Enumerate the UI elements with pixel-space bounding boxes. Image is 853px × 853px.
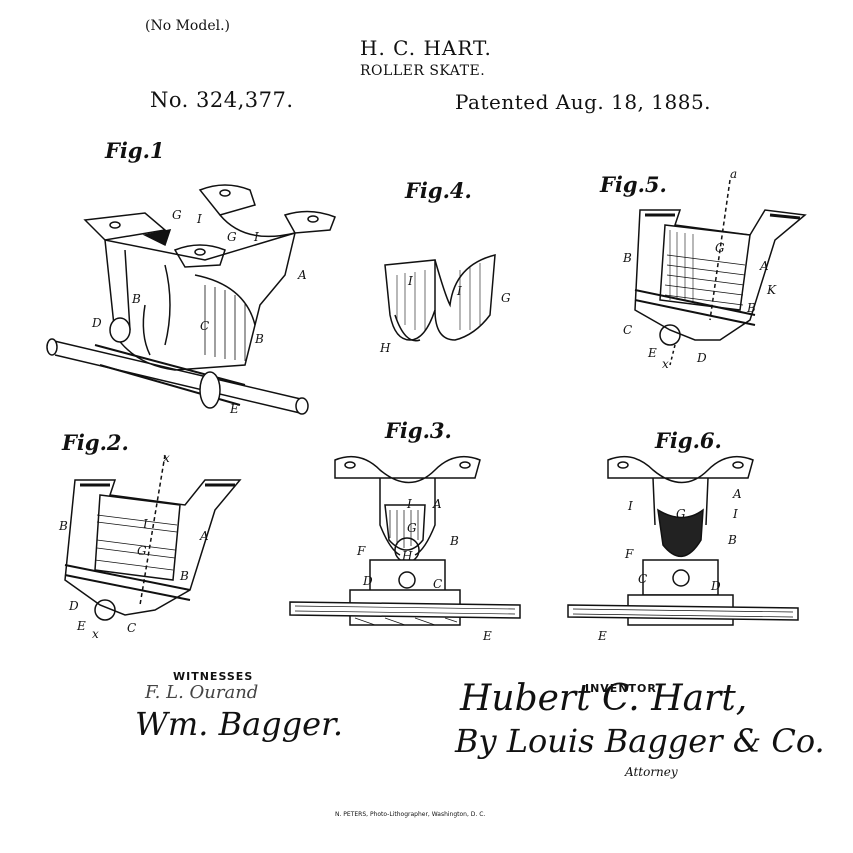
- fig1-ref-i1: I: [196, 212, 202, 226]
- attorney-signature: By Louis Bagger & Co.: [455, 722, 825, 760]
- fig2-ref-e: E: [76, 619, 86, 633]
- fig3-ref-a: A: [432, 497, 442, 511]
- fig1-ref-e: E: [229, 402, 239, 416]
- fig6-ref-g: G: [676, 507, 686, 521]
- fig5-ref-k: K: [766, 283, 777, 297]
- fig3-ref-f: F: [356, 544, 366, 558]
- patent-number: No. 324,377.: [150, 88, 294, 112]
- fig5-label: Fig.5.: [600, 172, 667, 197]
- fig2-ref-a: A: [199, 529, 209, 543]
- fig5-ref-b1: B: [622, 251, 632, 265]
- fig4-ref-h: H: [379, 341, 391, 355]
- fig2-ref-c: C: [127, 621, 136, 635]
- fig3-ref-g: G: [407, 521, 417, 535]
- patent-subject: ROLLER SKATE.: [360, 63, 486, 79]
- fig2-ref-x-bottom: x: [92, 627, 99, 641]
- no-model-note: (No Model.): [145, 18, 230, 34]
- fig5-ref-a-small: a: [730, 167, 737, 181]
- fig1-ref-c: C: [200, 319, 209, 333]
- witness-1-signature: F. L. Ourand: [145, 682, 259, 703]
- witness-2-signature: Wm. Bagger.: [135, 705, 344, 743]
- fig5-ref-g: G: [715, 241, 725, 255]
- fig2-ref-b1: B: [58, 519, 68, 533]
- fig1-drawing: G I G I A B D C B E: [46, 184, 336, 416]
- fig2-ref-i: I: [142, 517, 148, 531]
- fig5-ref-d: D: [696, 351, 707, 365]
- fig2-ref-d: D: [68, 599, 79, 613]
- fig5-ref-x: x: [662, 357, 669, 371]
- fig3-ref-h: H: [401, 549, 413, 563]
- attorney-caption: Attorney: [625, 765, 678, 779]
- fig3-ref-c: C: [433, 577, 442, 591]
- fig6-drawing: A I G I B F C D E: [567, 455, 799, 643]
- fig6-ref-d: D: [710, 579, 721, 593]
- patent-date: Patented Aug. 18, 1885.: [455, 90, 712, 114]
- fig4-ref-g: G: [501, 291, 511, 305]
- fig6-ref-i1: I: [627, 499, 633, 513]
- fig2-ref-x-top: x: [163, 451, 170, 465]
- fig1-ref-a: A: [297, 268, 307, 282]
- fig5-drawing: a B G A K B C E x D: [622, 167, 807, 371]
- fig5-ref-c: C: [623, 323, 632, 337]
- fig5-ref-a: A: [759, 259, 769, 273]
- fig3-drawing: I A G B F H D C E: [289, 455, 521, 643]
- fig6-ref-c: C: [638, 572, 647, 586]
- fig6-label: Fig.6.: [655, 428, 722, 453]
- fig4-label: Fig.4.: [405, 178, 472, 203]
- fig5-ref-b2: B: [746, 301, 756, 315]
- fig1-ref-g1: G: [172, 208, 182, 222]
- fig3-ref-e: E: [482, 629, 492, 643]
- fig2-label: Fig.2.: [62, 430, 129, 455]
- fig2-ref-g: G: [137, 544, 147, 558]
- fig4-ref-i1: I: [407, 274, 413, 288]
- fig1-label: Fig.1: [105, 138, 165, 163]
- inventor-name: H. C. HART.: [360, 36, 492, 60]
- fig1-ref-i2: I: [253, 230, 259, 244]
- inventor-caption: INVENTOR: [585, 682, 657, 695]
- fig1-ref-d: D: [91, 316, 102, 330]
- fig1-ref-b2: B: [254, 332, 264, 346]
- fig3-ref-b: B: [449, 534, 459, 548]
- fig1-ref-b1: B: [131, 292, 141, 306]
- fig6-ref-e: E: [597, 629, 607, 643]
- fig3-ref-i: I: [406, 497, 412, 511]
- lithographer-credit: N. PETERS, Photo-Lithographer, Washingto…: [335, 811, 486, 818]
- fig1-ref-g2: G: [227, 230, 237, 244]
- fig2-ref-b2: B: [179, 569, 189, 583]
- fig6-ref-b: B: [727, 533, 737, 547]
- fig3-ref-d: D: [362, 574, 373, 588]
- fig2-drawing: x B I A G B D E x C: [58, 451, 242, 641]
- witnesses-caption: WITNESSES: [173, 670, 254, 683]
- inventor-signature: Hubert C. Hart,: [460, 678, 748, 719]
- fig3-label: Fig.3.: [385, 418, 452, 443]
- fig6-ref-f: F: [624, 547, 634, 561]
- fig4-drawing: I I G H: [379, 254, 511, 355]
- fig5-ref-e: E: [647, 346, 657, 360]
- fig4-ref-i2: I: [456, 284, 462, 298]
- fig6-ref-a: A: [732, 487, 742, 501]
- fig6-ref-i2: I: [732, 507, 738, 521]
